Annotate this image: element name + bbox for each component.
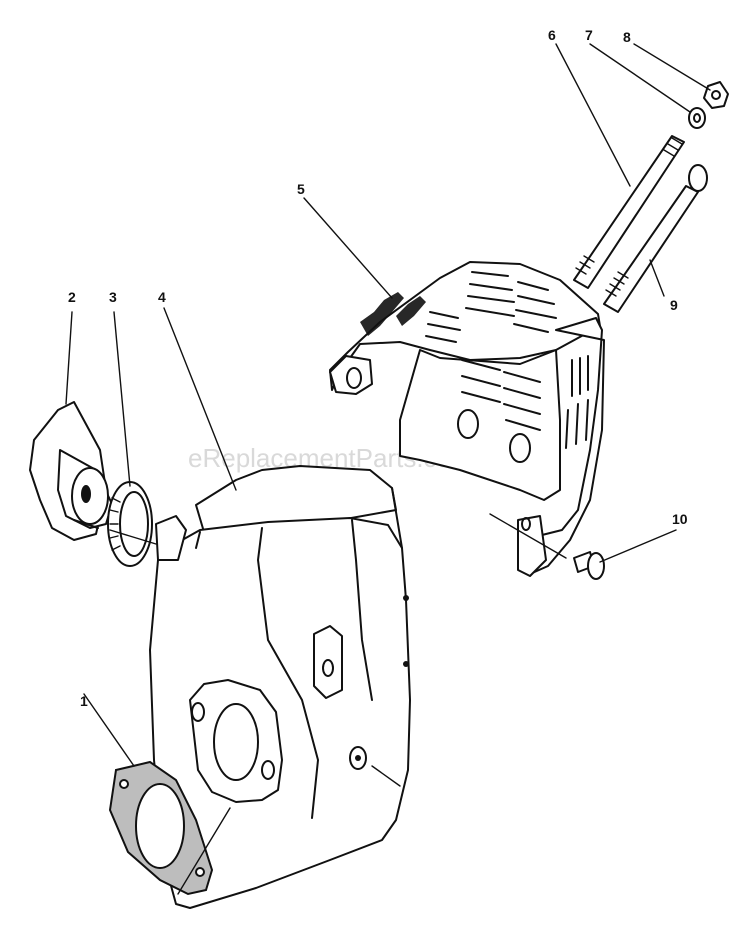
callout-labels: 1 2 3 4 5 6 7 8 9 10: [68, 27, 688, 709]
callout-10: 10: [672, 511, 688, 527]
callout-1: 1: [80, 693, 88, 709]
callout-4: 4: [158, 289, 166, 305]
muffler-icon: [149, 465, 411, 909]
leader-lines: [65, 43, 711, 895]
callout-9: 9: [670, 297, 678, 313]
long-stud-icon: [573, 135, 685, 289]
clamp-ring-icon: [107, 481, 153, 567]
callout-8: 8: [623, 29, 631, 45]
lock-washer-icon: [688, 107, 706, 129]
deflector-cup-icon: [29, 401, 113, 541]
muffler-guard-icon: [329, 261, 605, 577]
callout-3: 3: [109, 289, 117, 305]
nut-icon: [703, 81, 729, 109]
callout-2: 2: [68, 289, 76, 305]
bolt-icon: [603, 164, 708, 313]
callout-7: 7: [585, 27, 593, 43]
screw-icon: [573, 551, 605, 580]
callout-6: 6: [548, 27, 556, 43]
gasket-icon: [108, 760, 214, 896]
callout-5: 5: [297, 181, 305, 197]
